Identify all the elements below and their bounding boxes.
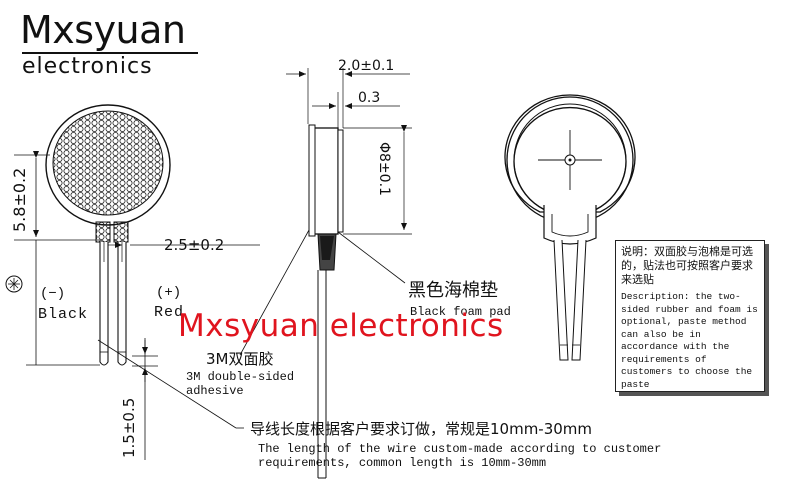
foam-label-en: Black foam pad: [410, 305, 511, 319]
dim-strip-length: 1.5±0.5: [120, 338, 158, 460]
brand-logo-name: Mxsyuan: [20, 8, 186, 52]
side-view: [308, 124, 344, 479]
brand-underline: [22, 52, 198, 54]
polarity-symbol-icon: [5, 275, 23, 293]
dim-height-label: 5.8±0.2: [10, 168, 29, 232]
tape-label-cn: 3M双面胶: [206, 350, 274, 368]
motor-mesh: [52, 110, 164, 216]
wire-length-note-en-2: requirements, common length is 10mm-30mm: [258, 456, 547, 470]
wire-length-note-cn: 导线长度根据客户要求订做，常规是10mm-30mm: [250, 420, 593, 438]
description-note-en: Description: the two-sided rubber and fo…: [621, 291, 758, 390]
dim-strip-length-label: 1.5±0.5: [120, 398, 138, 458]
back-body-outer: [504, 94, 636, 213]
terminal-pad-left: [95, 221, 111, 243]
positive-sign-label: (+): [156, 285, 182, 301]
back-wire-left: [553, 239, 569, 361]
wire-red: [117, 242, 127, 366]
foam-leader: [337, 231, 406, 284]
tape-label-en: 3M double-sided adhesive: [186, 370, 295, 398]
description-note-cn: 说明：双面胶与泡棉是可选的，贴法也可按照客户要求来选贴: [621, 245, 753, 286]
dim-pad: 0.3: [312, 90, 400, 128]
negative-sign-label: (−): [40, 286, 66, 302]
wire-black: [99, 242, 109, 366]
wire-note-leader: [97, 339, 237, 429]
tape-leader: [239, 229, 310, 356]
dim-wire-spacing: 2.5±0.2: [103, 236, 260, 262]
dim-wire-spacing-label: 2.5±0.2: [164, 236, 224, 254]
brand-logo-sub: electronics: [22, 54, 153, 79]
dim-thickness-label: 2.0±0.1: [338, 58, 394, 74]
watermark-text: Mxsyuan electronics: [178, 308, 504, 344]
description-note-box: 说明：双面胶与泡棉是可选的，贴法也可按照客户要求来选贴 Description:…: [615, 240, 765, 392]
negative-color-label: Black: [38, 306, 89, 323]
side-body: [313, 127, 339, 235]
positive-color-label: Red: [154, 304, 185, 321]
foam-label-cn: 黑色海棉垫: [408, 280, 498, 301]
side-wire: [317, 270, 327, 478]
dim-height: 5.8±0.2: [10, 151, 100, 366]
front-view: [45, 104, 171, 366]
terminal-pad-right: [113, 221, 129, 243]
dim-pad-label: 0.3: [358, 90, 380, 106]
side-pad: [337, 129, 344, 233]
wire-length-note-en-1: The length of the wire custom-made accor…: [258, 442, 662, 456]
dim-thickness: 2.0±0.1: [286, 58, 410, 128]
back-view: [504, 94, 636, 361]
dim-diameter-label: Φ8±0.1: [376, 142, 392, 196]
back-wire-right: [571, 239, 587, 361]
dim-diameter: Φ8±0.1: [343, 125, 412, 235]
